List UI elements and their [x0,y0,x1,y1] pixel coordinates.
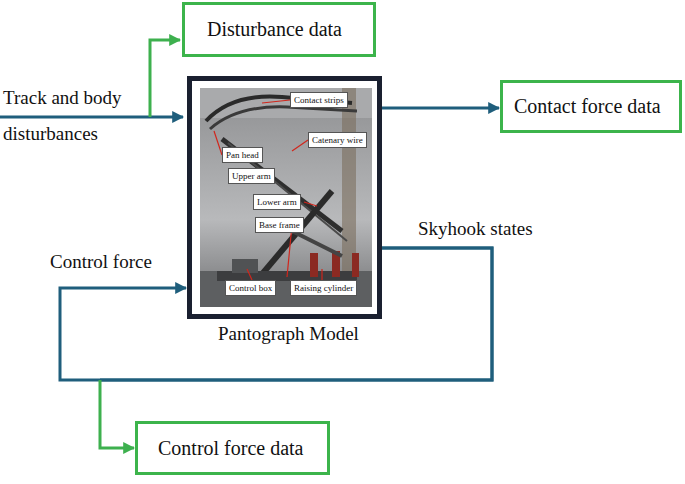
callout-box: Lower arm [253,194,301,210]
callout-box: Pan head [222,147,263,163]
callout-text: Pan head [226,150,259,160]
data-box: Contact force data [500,80,682,133]
callout-text: Contact strips [294,95,344,105]
input-arrow [0,116,183,119]
callout-box: Control box [225,280,276,296]
model-caption: Pantograph Model [218,323,359,345]
callout-text: Base frame [259,220,300,230]
box-text: Contact force data [514,95,661,118]
data-box: Control force data [135,421,330,475]
connector-line [100,380,134,448]
box-text: Disturbance data [207,18,342,41]
connector [100,248,492,448]
callout-box: Raising cylinder [290,280,357,296]
data-box: Disturbance data [182,2,376,57]
box-text: Control force data [158,437,304,460]
connector-line [382,107,499,110]
callout-text: Raising cylinder [294,283,353,293]
callout-text: Catenary wire [312,135,363,145]
input-label: Track and body disturbances [3,80,168,152]
disturbance-tap-arrow [150,40,180,117]
callout-box: Catenary wire [308,132,367,148]
callout-text: Lower arm [257,197,297,207]
callout-text: Upper arm [232,171,271,181]
edge-label: Skyhook states [418,218,533,240]
callout-box: Base frame [255,217,304,233]
callout-text: Control box [229,283,272,293]
model-box: Pantograph ModelContact stripsCatenary w… [187,76,382,319]
callout-box: Contact strips [290,92,348,108]
callout-box: Upper arm [228,168,275,184]
signal-label: Control force [50,250,190,274]
connector [382,108,499,109]
